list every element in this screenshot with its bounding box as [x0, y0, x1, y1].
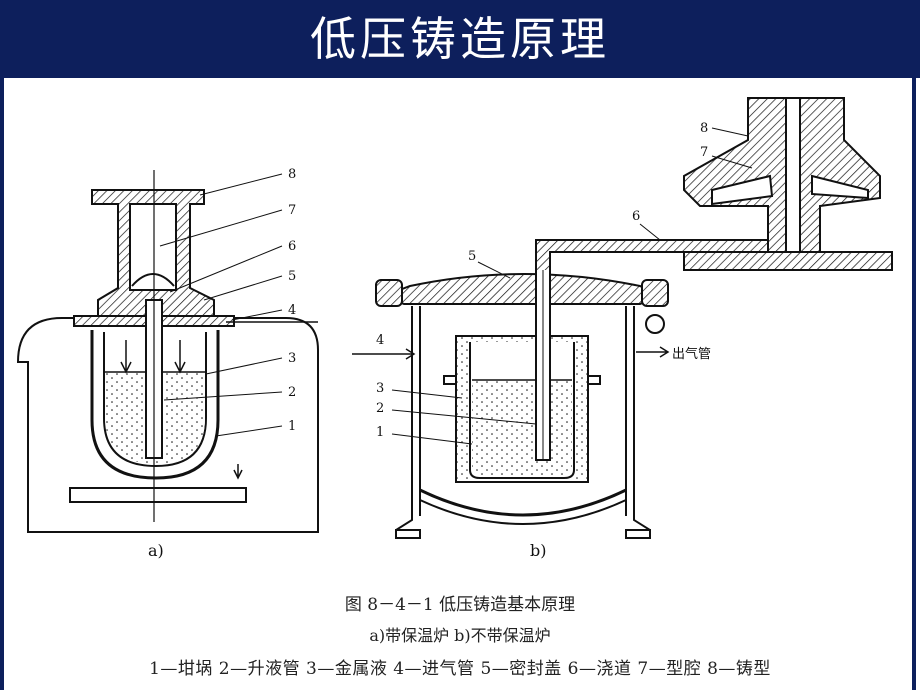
figure-caption: 图 8－4－1 低压铸造基本原理 [344, 595, 576, 615]
callout-a-1: 1 [288, 419, 296, 434]
callout-a-4: 4 [288, 303, 296, 318]
furnace-base-a [69, 487, 247, 503]
callout-a-8: 8 [288, 167, 296, 182]
diagram-b-label: b) [530, 541, 546, 560]
callout-a-2: 2 [288, 385, 296, 400]
callout-b-3: 3 [376, 381, 384, 396]
metal-liquid-b [472, 380, 572, 476]
title-bar [0, 0, 920, 78]
seal-lid-b [381, 273, 663, 305]
callout-a-6: 6 [288, 239, 296, 254]
mold-b [683, 97, 881, 253]
callouts-b: 8 7 6 5 4 3 2 1 出气管 [376, 121, 711, 440]
callout-b-2: 2 [376, 401, 384, 416]
callout-b-5: 5 [468, 249, 476, 264]
diagram-b [352, 97, 893, 539]
callout-b-6: 6 [632, 209, 640, 224]
callout-a-3: 3 [288, 351, 296, 366]
callout-a-5: 5 [288, 269, 296, 284]
content-frame [0, 78, 916, 690]
crucible-a [90, 330, 220, 480]
legend: 1—坩埚 2—升液管 3—金属液 4—进气管 5—密封盖 6—浇道 7—型腔 8… [149, 659, 771, 679]
diagram-a [16, 170, 319, 533]
outlet-label: 出气管 [672, 346, 711, 362]
furnace-body-a [16, 317, 319, 533]
callout-b-1: 1 [376, 425, 384, 440]
mold-base-b [683, 251, 893, 271]
page-title: 低压铸造原理 [310, 12, 610, 66]
callout-a-7: 7 [288, 203, 296, 218]
vessel-bottom-b [419, 488, 627, 517]
callout-b-7: 7 [700, 145, 708, 160]
casting-diagram: 8 7 6 5 4 3 2 1 a) [16, 97, 893, 560]
figure-subcaption: a)带保温炉 b)不带保温炉 [369, 626, 551, 645]
callout-b-4: 4 [376, 333, 384, 348]
callouts-a: 8 7 6 5 4 3 2 1 [288, 167, 296, 434]
callout-b-8: 8 [700, 121, 708, 136]
diagram-a-label: a) [148, 541, 164, 560]
